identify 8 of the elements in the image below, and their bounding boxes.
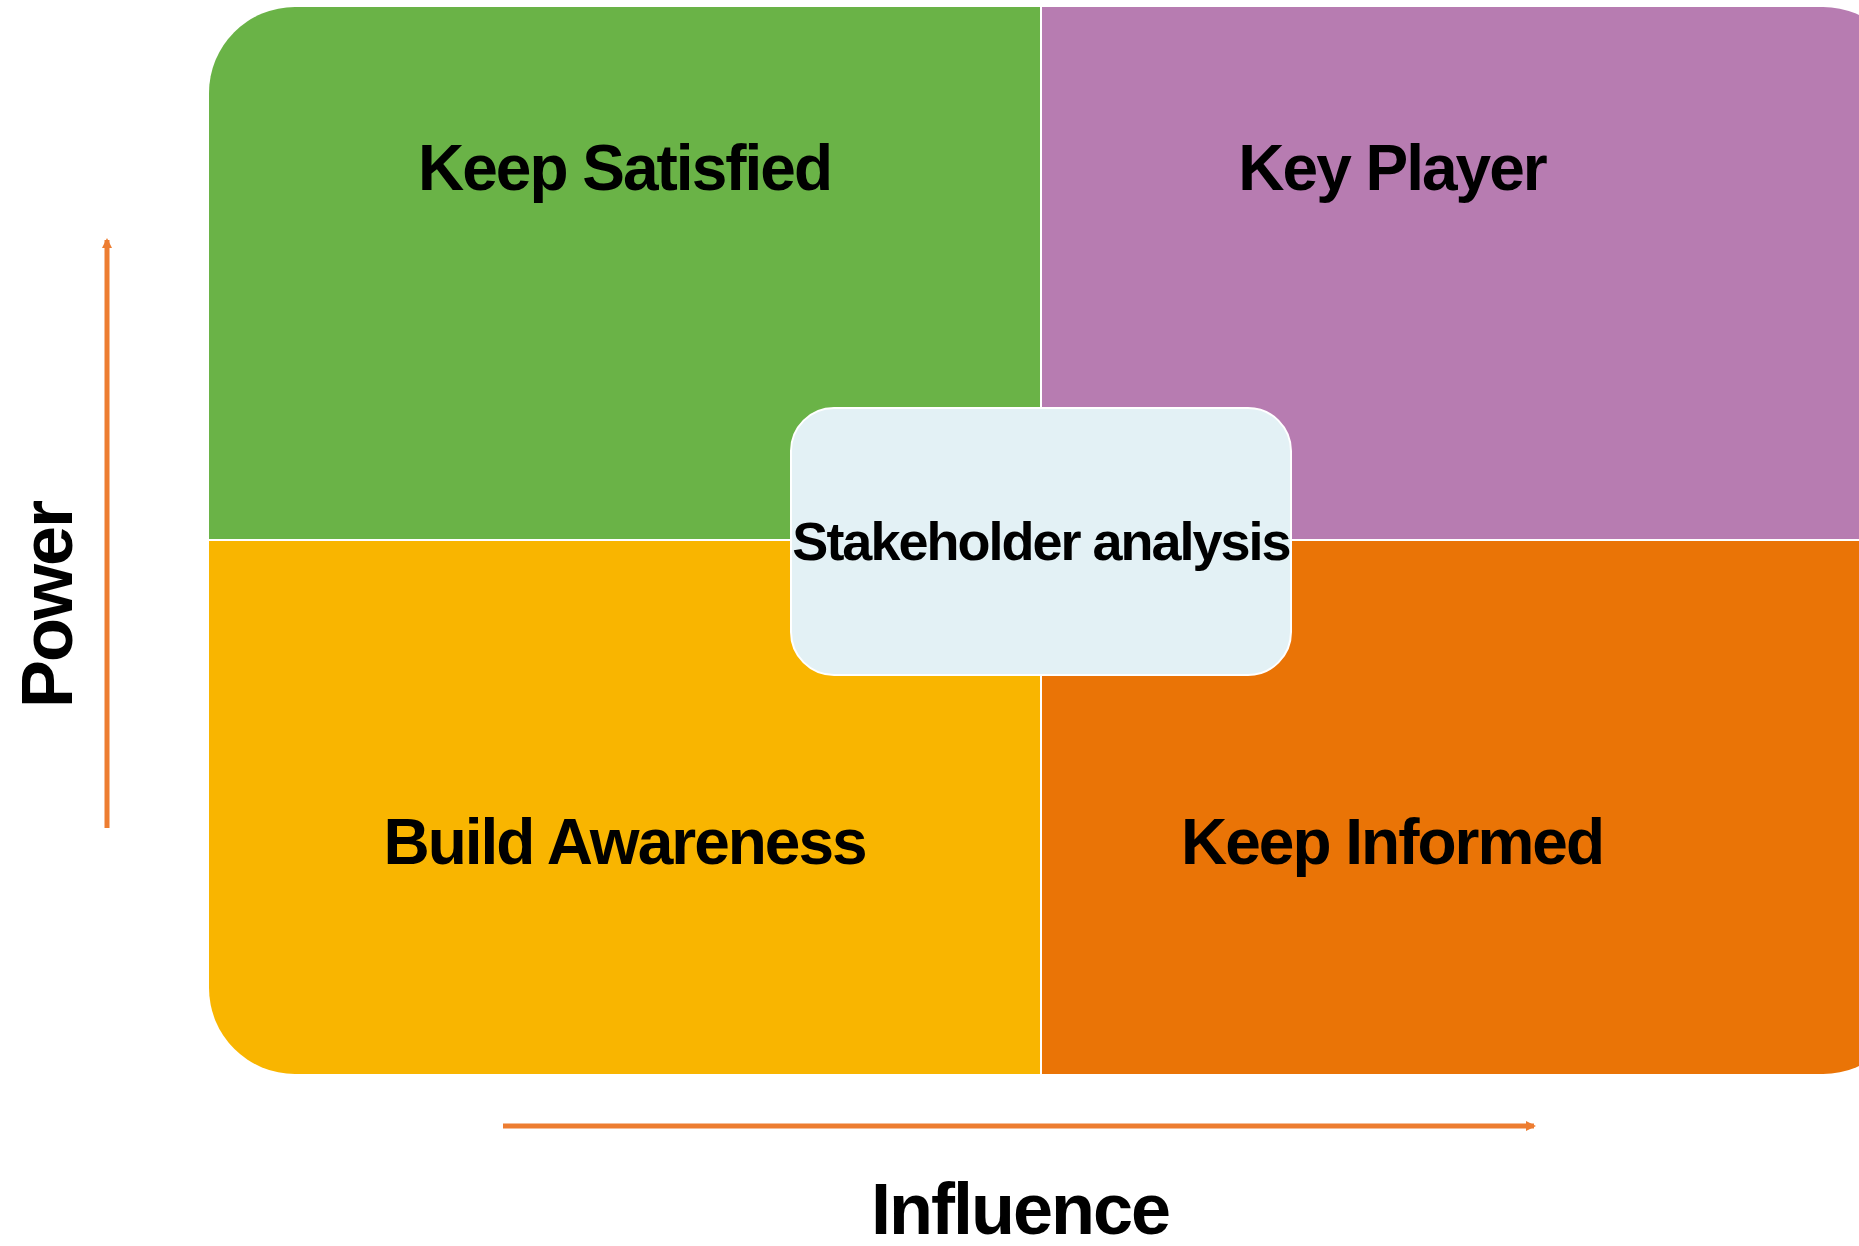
node-label: Keep Informed [1180,805,1604,880]
center-box [790,407,1292,676]
axis-label: Power [6,501,89,709]
node-label: Build Awareness [383,805,866,880]
node-label: Keep Satisfied [418,131,831,206]
axis-label: Influence [871,1168,1170,1246]
node-label: Stakeholder analysis [792,510,1290,573]
node-label: Key Player [1238,131,1546,206]
